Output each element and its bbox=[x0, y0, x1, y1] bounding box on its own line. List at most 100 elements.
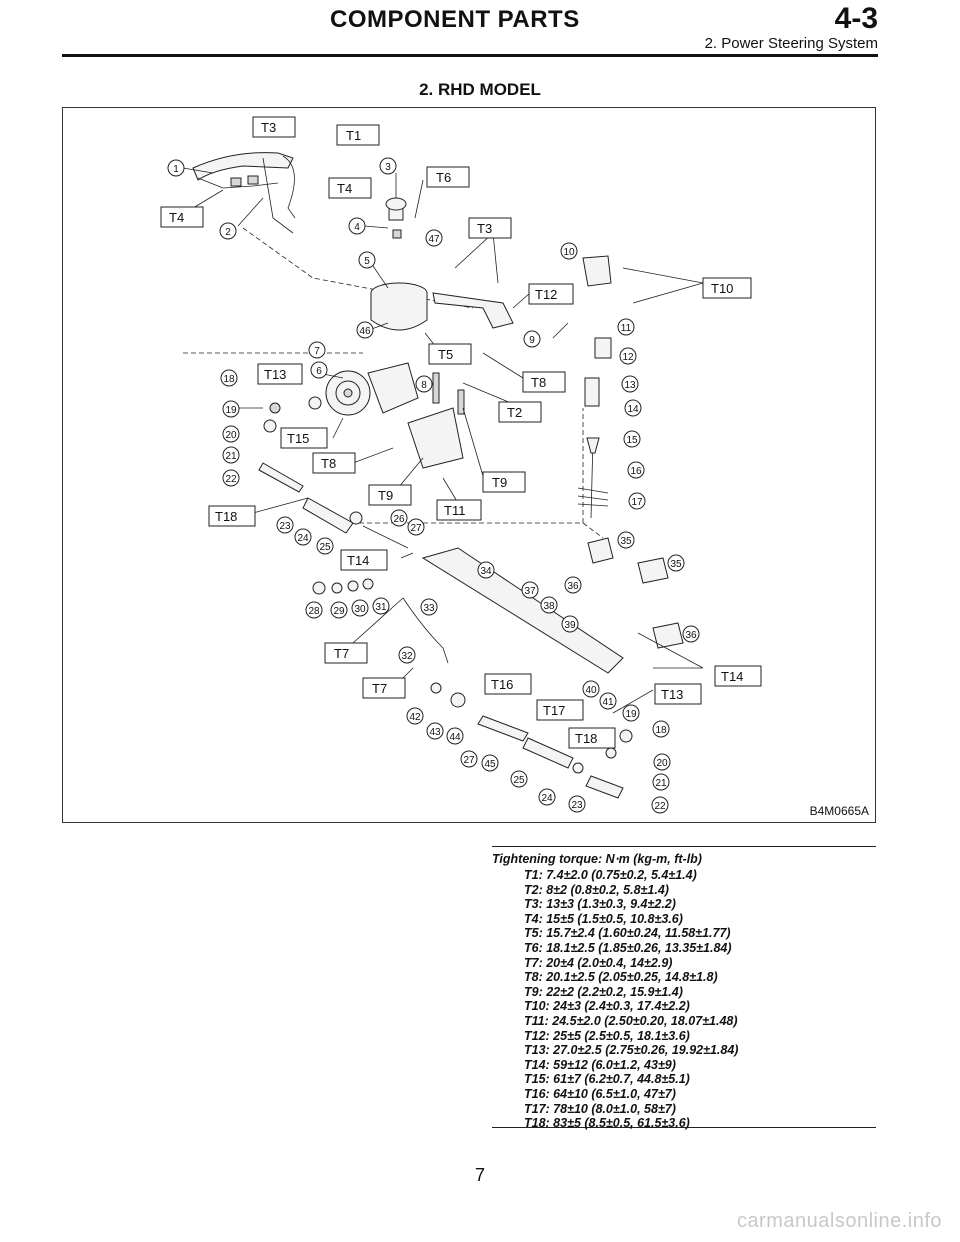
part-number: 22 bbox=[225, 474, 237, 485]
torque-label: T13 bbox=[661, 687, 683, 702]
part-number: 1 bbox=[173, 164, 179, 175]
part-number: 41 bbox=[602, 697, 614, 708]
torque-item: T10: 24±3 (2.4±0.3, 17.4±2.2) bbox=[524, 999, 690, 1014]
torque-label: T2 bbox=[507, 405, 522, 420]
torque-item: T14: 59±12 (6.0±1.2, 43±9) bbox=[524, 1057, 676, 1072]
part-number: 45 bbox=[484, 759, 496, 770]
valve-assembly bbox=[577, 255, 612, 519]
torque-label: T11 bbox=[444, 503, 465, 518]
part-number: 21 bbox=[655, 778, 667, 789]
part-number: 29 bbox=[333, 606, 345, 617]
part-number: 44 bbox=[449, 732, 461, 743]
torque-label: T1 bbox=[346, 128, 361, 143]
part-number: 43 bbox=[429, 727, 441, 738]
torque-item: T9: 22±2 (2.2±0.2, 15.9±1.4) bbox=[524, 984, 683, 999]
part-number: 36 bbox=[685, 630, 697, 641]
part-number: 34 bbox=[480, 566, 492, 577]
torque-label: T10 bbox=[711, 281, 733, 296]
reservoir-bracket bbox=[432, 292, 514, 329]
header-rule bbox=[62, 54, 878, 57]
part-number: 31 bbox=[375, 602, 387, 613]
pressure-hose-assembly bbox=[192, 152, 296, 234]
part-number: 9 bbox=[529, 335, 535, 346]
torque-label: T3 bbox=[261, 120, 276, 135]
torque-label: T4 bbox=[337, 181, 352, 196]
pump-bracket bbox=[407, 372, 465, 469]
part-number: 15 bbox=[626, 435, 638, 446]
part-number: 27 bbox=[410, 523, 422, 534]
part-number: 20 bbox=[225, 430, 237, 441]
part-number: 10 bbox=[563, 247, 575, 258]
figure-code: B4M0665A bbox=[809, 804, 869, 818]
part-number: 20 bbox=[656, 758, 668, 769]
torque-label: T18 bbox=[215, 509, 237, 524]
torque-label: T12 bbox=[535, 287, 557, 302]
part-number: 8 bbox=[421, 380, 427, 391]
part-number: 35 bbox=[620, 536, 632, 547]
torque-label: T6 bbox=[436, 170, 451, 185]
part-number: 11 bbox=[621, 323, 632, 334]
torque-label: T14 bbox=[721, 669, 743, 684]
part-number: 16 bbox=[630, 466, 642, 477]
part-number: 21 bbox=[225, 451, 237, 462]
part-number: 12 bbox=[622, 352, 634, 363]
part-number: 17 bbox=[631, 497, 643, 508]
torque-item: T16: 64±10 (6.5±1.0, 47±7) bbox=[524, 1086, 676, 1101]
torque-label: T17 bbox=[543, 703, 565, 718]
watermark[interactable]: carmanualsonline.info bbox=[736, 1210, 942, 1232]
part-number: 24 bbox=[297, 533, 309, 544]
header-subtitle: 2. Power Steering System bbox=[704, 35, 878, 52]
torque-label: T7 bbox=[334, 646, 349, 661]
part-number: 18 bbox=[223, 374, 235, 385]
part-number: 33 bbox=[423, 603, 435, 614]
part-number: 24 bbox=[541, 793, 553, 804]
torque-item: T12: 25±5 (2.5±0.5, 18.1±3.6) bbox=[524, 1028, 690, 1043]
torque-label: T8 bbox=[531, 375, 546, 390]
torque-label: T15 bbox=[287, 431, 309, 446]
part-number: 3 bbox=[385, 162, 391, 173]
part-number: 18 bbox=[655, 725, 667, 736]
torque-label: T9 bbox=[492, 475, 507, 490]
tie-rod-right bbox=[430, 682, 633, 799]
torque-list: T1: 7.4±2.0 (0.75±0.2, 5.4±1.4) T2: 8±2 … bbox=[492, 868, 876, 1131]
torque-label: T7 bbox=[372, 681, 387, 696]
torque-label: T13 bbox=[264, 367, 286, 382]
part-number: 26 bbox=[393, 514, 405, 525]
steering-gearbox bbox=[312, 537, 684, 674]
part-number: 28 bbox=[308, 606, 320, 617]
tie-rod-left bbox=[258, 402, 409, 549]
part-number: 2 bbox=[225, 227, 231, 238]
part-number: 39 bbox=[564, 620, 576, 631]
torque-label: T9 bbox=[378, 488, 393, 503]
torque-item: T1: 7.4±2.0 (0.75±0.2, 5.4±1.4) bbox=[524, 868, 697, 882]
part-number: 36 bbox=[567, 581, 579, 592]
part-number: 22 bbox=[654, 801, 666, 812]
part-number: 7 bbox=[314, 346, 320, 357]
part-number: 37 bbox=[524, 586, 536, 597]
part-number: 14 bbox=[627, 404, 639, 415]
torque-label: T5 bbox=[438, 347, 453, 362]
part-number: 25 bbox=[513, 775, 525, 786]
torque-item: T4: 15±5 (1.5±0.5, 10.8±3.6) bbox=[524, 911, 683, 926]
part-number: 27 bbox=[463, 755, 475, 766]
part-number: 32 bbox=[401, 651, 413, 662]
torque-callouts: T3 T1 T4 T6 T4 T3 T12 T10 T5 T8 T13 T2 T… bbox=[160, 116, 762, 749]
torque-item: T8: 20.1±2.5 (2.05±0.25, 14.8±1.8) bbox=[524, 970, 718, 985]
part-number: 19 bbox=[625, 709, 637, 720]
section-title: 2. RHD MODEL bbox=[419, 80, 541, 99]
torque-item: T13: 27.0±2.5 (2.75±0.26, 19.92±1.84) bbox=[524, 1043, 739, 1058]
part-number: 46 bbox=[359, 326, 371, 337]
torque-item: T6: 18.1±2.5 (1.85±0.26, 13.35±1.84) bbox=[524, 940, 732, 955]
torque-item: T17: 78±10 (8.0±1.0, 58±7) bbox=[524, 1101, 676, 1116]
section-number: 4-3 bbox=[834, 2, 878, 35]
torque-item: T5: 15.7±2.4 (1.60±0.24, 11.58±1.77) bbox=[524, 926, 731, 941]
torque-title: Tightening torque: N⋅m (kg-m, ft-lb) bbox=[492, 852, 702, 866]
torque-item: T11: 24.5±2.0 (2.50±0.20, 18.07±1.48) bbox=[524, 1013, 738, 1028]
torque-item: T2: 8±2 (0.8±0.2, 5.8±1.4) bbox=[524, 882, 669, 897]
part-number: 35 bbox=[670, 559, 682, 570]
header-title: COMPONENT PARTS bbox=[330, 6, 580, 33]
torque-label: T14 bbox=[347, 553, 369, 568]
oil-pump bbox=[308, 362, 419, 416]
torque-item: T7: 20±4 (2.0±0.4, 14±2.9) bbox=[524, 955, 673, 970]
oil-reservoir bbox=[370, 197, 428, 331]
